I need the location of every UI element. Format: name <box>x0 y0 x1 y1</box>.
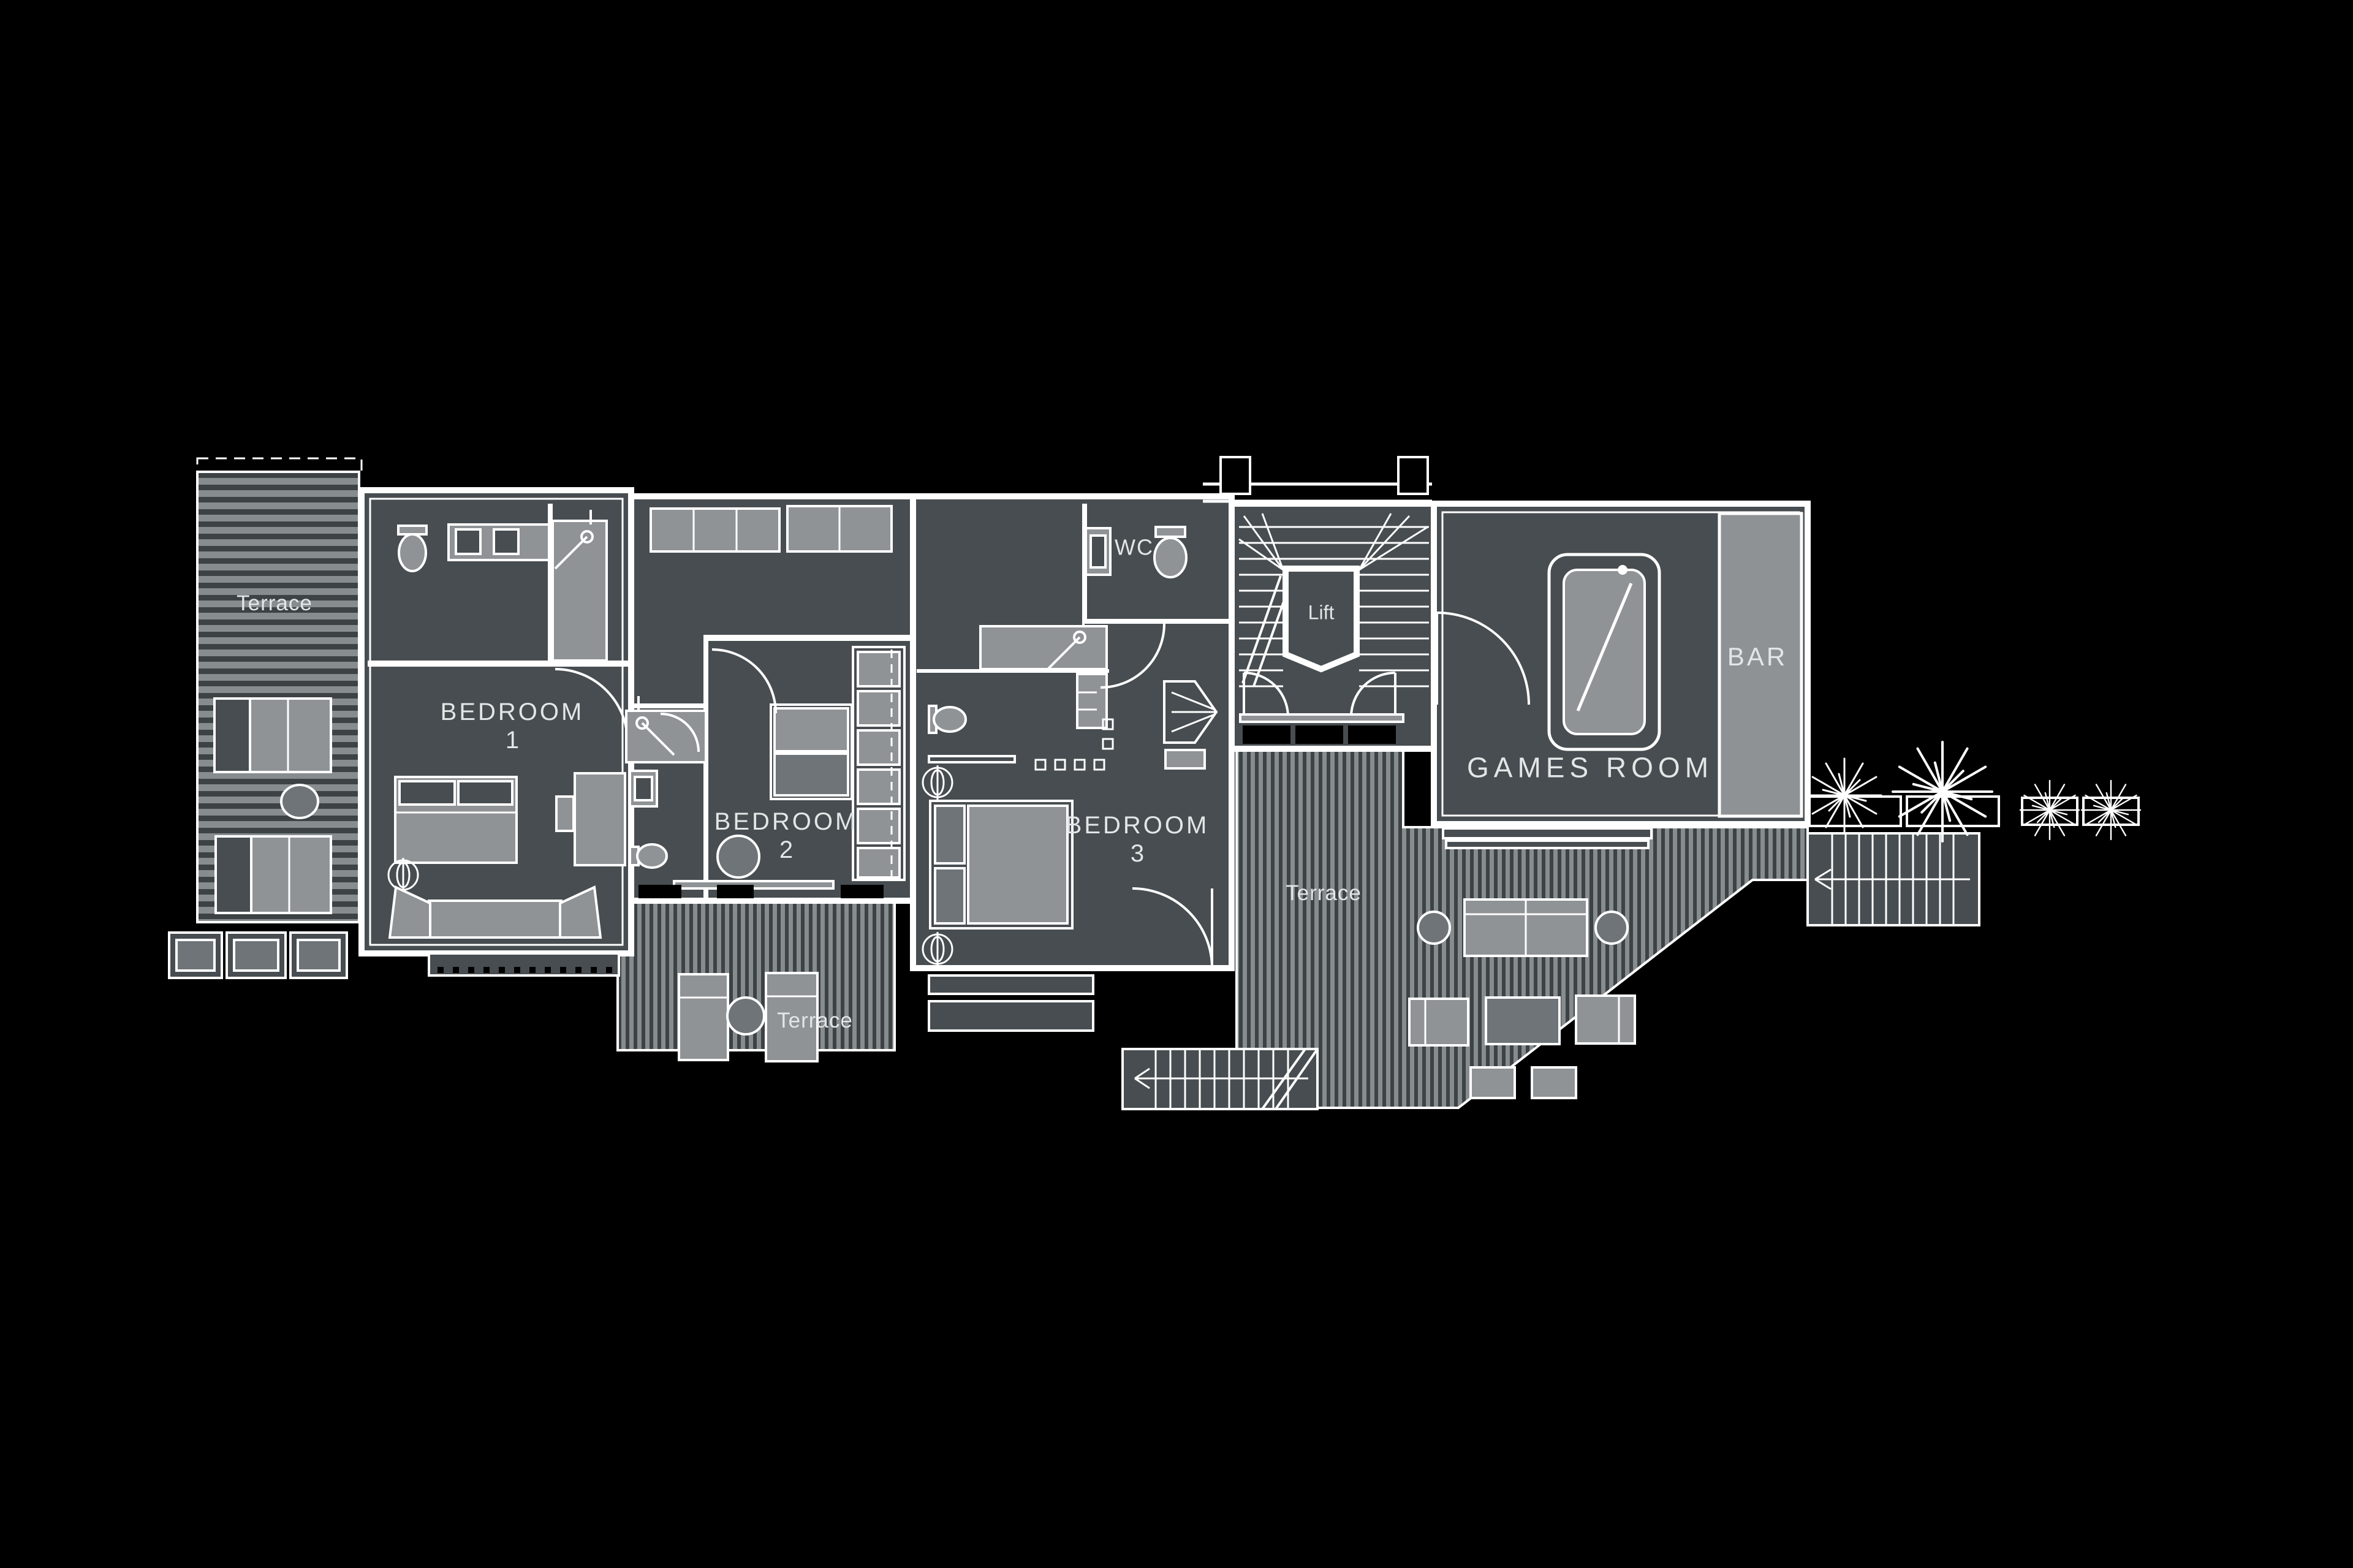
bedroom-3-steps <box>928 974 1094 1032</box>
toilet-icon <box>1153 526 1188 578</box>
games-room-threshold <box>1442 827 1653 849</box>
bed-icon <box>929 800 1074 930</box>
pool-table-icon <box>1547 553 1661 751</box>
terrace-middle-deck <box>616 898 896 1062</box>
shower-area <box>979 625 1108 670</box>
coffee-table-icon <box>1485 996 1561 1045</box>
side-table-icon <box>280 784 319 819</box>
cue-stick-icon <box>1576 583 1633 711</box>
terrace-left-deck <box>168 457 363 979</box>
door-arc <box>1436 612 1530 705</box>
bay-window <box>428 952 620 977</box>
cue-ball-icon <box>1618 565 1627 575</box>
deck-chair-icon <box>765 972 819 1062</box>
external-stair-bottom <box>1121 1048 1319 1110</box>
wall-hooks-icon <box>1076 673 1108 729</box>
tree-icon <box>2080 779 2142 841</box>
bar-label: BAR <box>1727 642 1788 671</box>
terrace-left-label: Terrace <box>237 591 313 615</box>
tree-icon <box>1806 757 1882 833</box>
armchair-icon <box>1408 998 1469 1047</box>
bedroom-3-label: BEDROOM 3 <box>1066 811 1210 868</box>
dresser-icon <box>574 772 626 866</box>
bedroom-3-room <box>922 609 1218 969</box>
external-stair-side <box>1806 832 1980 926</box>
tree-icon <box>2019 779 2080 841</box>
door-arc <box>1243 672 1289 718</box>
wardrobe-icon <box>650 507 781 553</box>
bedroom-2-label: BEDROOM 2 <box>714 808 858 864</box>
glazed-doors <box>1239 713 1404 744</box>
bedroom-3-name: BEDROOM <box>1065 812 1210 839</box>
dressing-area <box>650 505 893 553</box>
side-table-icon <box>1594 911 1629 945</box>
planter-row-right <box>1806 742 2142 841</box>
games-room <box>1436 553 1661 751</box>
games-room-label: GAMES ROOM <box>1466 751 1714 784</box>
bedroom-2-name: BEDROOM <box>714 808 858 835</box>
bedroom-2-number: 2 <box>779 836 794 863</box>
deck-chair-icon <box>678 973 729 1061</box>
spotlight-dots <box>1034 718 1114 771</box>
toilet-icon <box>928 705 967 734</box>
outdoor-sofa-icon <box>1463 898 1588 957</box>
round-table-icon <box>726 996 765 1036</box>
post-icon <box>1219 456 1251 495</box>
balcony-rail <box>1203 456 1432 503</box>
wc-label: WC <box>1115 534 1154 560</box>
wc-room <box>1085 526 1188 689</box>
wardrobe-icon <box>786 505 893 553</box>
sink-icon <box>1085 527 1112 576</box>
door-arc <box>1132 887 1213 969</box>
bar-counter <box>1718 512 1803 818</box>
armchair-icon <box>1575 994 1636 1045</box>
terrace-middle-label: Terrace <box>777 1008 853 1032</box>
round-chair-icon <box>716 835 760 879</box>
lift-label: Lift <box>1308 601 1335 624</box>
ensuite-1 <box>397 509 608 662</box>
ottoman-icon <box>1469 1066 1516 1099</box>
closet-column <box>852 646 906 881</box>
door-arc <box>1350 672 1396 718</box>
sofa-icon <box>388 885 602 939</box>
bedroom-3-number: 3 <box>1130 840 1145 867</box>
staircase <box>1238 513 1429 687</box>
bedroom-2-room <box>711 646 906 881</box>
sink-icon <box>629 770 658 808</box>
lift-shaft <box>1283 566 1360 673</box>
stove-icon <box>1163 680 1218 770</box>
post-icon <box>1397 456 1429 495</box>
towel-rail-icon <box>928 755 1016 763</box>
hallway <box>1239 672 1404 744</box>
door-arc <box>1100 623 1165 689</box>
bedroom-1-room <box>387 668 629 939</box>
bathroom-2 <box>625 695 707 869</box>
lounger-icon <box>214 835 332 914</box>
bedroom-1-name: BEDROOM <box>440 699 585 725</box>
toilet-icon <box>629 843 668 869</box>
bedroom-2-window-wall <box>638 880 884 898</box>
door-arc <box>660 713 700 752</box>
double-vanity-icon <box>447 523 550 561</box>
shower-tray <box>551 520 608 662</box>
terrace-right-label: Terrace <box>1286 881 1362 905</box>
bedroom-1-label: BEDROOM 1 <box>441 698 585 754</box>
lounger-icon <box>213 697 332 773</box>
toilet-icon <box>397 525 428 572</box>
chair-icon <box>555 795 575 832</box>
bed-icon <box>394 776 518 864</box>
bed-icon <box>770 703 853 800</box>
door-arc <box>711 648 777 714</box>
ottoman-icon <box>1531 1066 1577 1099</box>
planter-box-row <box>168 931 348 979</box>
bedroom-1-number: 1 <box>505 727 520 754</box>
side-table-icon <box>1417 911 1451 945</box>
